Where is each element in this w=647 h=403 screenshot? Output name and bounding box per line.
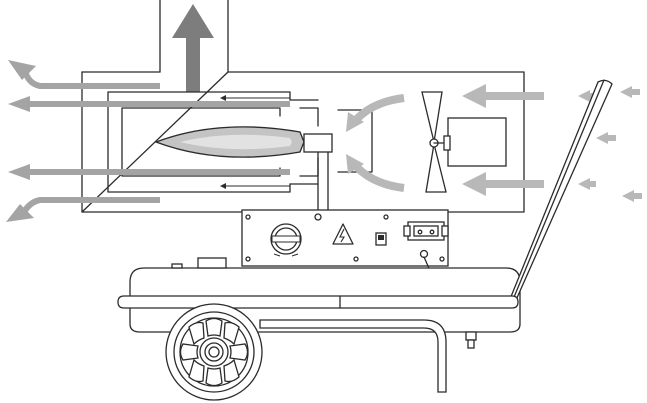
exhaust-up-arrow [172,4,214,92]
thermostat-dial-icon[interactable] [270,223,302,257]
internal-flow-arrows [220,95,290,189]
fan-blade [421,91,447,193]
power-switch-icon[interactable] [375,232,387,246]
intake-air-arrows [346,84,642,202]
burner-nozzle [303,133,333,215]
chimney [159,0,229,73]
wheel-spokes [179,317,249,387]
heater-body [81,71,525,213]
fan-motor [433,117,507,167]
hot-air-out-arrows [6,60,290,222]
fuel-pump-housing [403,221,449,241]
flame [154,126,305,158]
wheel [165,303,263,401]
electric-hazard-icon [332,223,354,245]
